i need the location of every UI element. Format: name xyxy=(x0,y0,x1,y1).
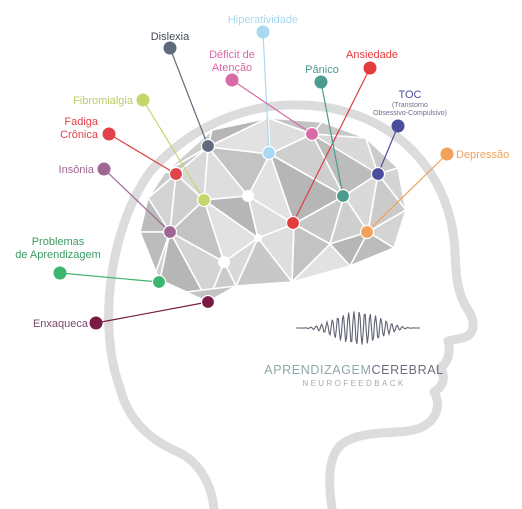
waveform-logo xyxy=(296,311,420,345)
brain-mesh xyxy=(139,117,407,303)
brand-title: APRENDIZAGEMCEREBRAL xyxy=(264,363,443,377)
head-outline xyxy=(104,100,478,509)
connector-line-toc xyxy=(377,125,399,175)
inner-dot-panico[interactable] xyxy=(335,188,351,204)
inner-dot-ansiedade[interactable] xyxy=(285,215,301,231)
outer-dot-insonia[interactable] xyxy=(97,162,111,176)
label-sub-line: Obsessivo-Compulsivo) xyxy=(373,110,447,117)
label-line: Depressão xyxy=(456,149,509,161)
brand-title-part2: CEREBRAL xyxy=(372,363,444,377)
brand-title-part1: APRENDIZAGEM xyxy=(264,363,371,377)
outer-dot-panico[interactable] xyxy=(314,75,328,89)
inner-dot-enxaqueca[interactable] xyxy=(200,294,216,310)
inner-dot-dislexia[interactable] xyxy=(200,138,216,154)
connector-line-deficit-atencao xyxy=(231,79,313,135)
label-line: Insônia xyxy=(59,164,95,176)
label-line: Ansiedade xyxy=(346,49,398,61)
label-line: Dislexia xyxy=(151,31,190,43)
inner-dot-deficit-atencao[interactable] xyxy=(304,126,320,142)
outer-dot-dislexia[interactable] xyxy=(163,41,177,55)
connector-line-enxaqueca xyxy=(95,301,209,324)
brand-subtitle: NEUROFEEDBACK xyxy=(302,379,405,388)
label-line: Enxaqueca xyxy=(33,318,89,330)
label-line: Fibromialgia xyxy=(73,95,134,107)
head-neck-outline xyxy=(115,383,219,509)
outer-dot-fadiga-cronica[interactable] xyxy=(102,127,116,141)
label-depressao: Depressão xyxy=(456,149,509,161)
inner-dot-fibromialgia[interactable] xyxy=(196,192,212,208)
outer-dot-deficit-atencao[interactable] xyxy=(225,73,239,87)
outer-dot-enxaqueca[interactable] xyxy=(89,316,103,330)
label-ansiedade: Ansiedade xyxy=(346,49,398,61)
outer-dot-problemas-aprendizagem[interactable] xyxy=(53,266,67,280)
outer-dot-toc[interactable] xyxy=(391,119,405,133)
inner-dot-problemas-aprendizagem[interactable] xyxy=(151,274,167,290)
label-line: Fadiga xyxy=(64,116,99,128)
label-line: Problemas xyxy=(32,236,85,248)
connector-lines xyxy=(59,31,448,324)
connector-line-fibromialgia xyxy=(142,99,205,201)
connector-line-insonia xyxy=(103,168,171,233)
connector-line-depressao xyxy=(366,153,448,233)
label-line: Pânico xyxy=(305,64,339,76)
label-insonia: Insônia xyxy=(59,164,95,176)
label-sub-line: (Transtorno xyxy=(392,102,428,109)
label-toc: TOC xyxy=(398,89,421,101)
connector-line-panico xyxy=(320,81,344,197)
label-line: Atenção xyxy=(212,62,252,74)
brain-facet xyxy=(185,285,237,303)
inner-dot-insonia[interactable] xyxy=(162,224,178,240)
label-line: Crônica xyxy=(60,129,99,141)
brain-highlight-node xyxy=(218,256,230,268)
inner-dot-toc[interactable] xyxy=(370,166,386,182)
connector-line-hiperatividade xyxy=(262,31,270,154)
connector-line-problemas-aprendizagem xyxy=(59,272,160,283)
label-fibromialgia: Fibromialgia xyxy=(73,95,134,107)
label-enxaqueca: Enxaqueca xyxy=(33,318,89,330)
label-line: de Aprendizagem xyxy=(15,249,101,261)
connector-line-dislexia xyxy=(169,47,209,147)
label-dislexia: Dislexia xyxy=(151,31,190,43)
inner-dot-depressao[interactable] xyxy=(359,224,375,240)
label-panico: Pânico xyxy=(305,64,339,76)
brain-highlight-node xyxy=(254,234,262,242)
connector-line-fadiga-cronica xyxy=(108,133,177,175)
label-line: Hiperatividade xyxy=(228,14,298,26)
connector-line-ansiedade xyxy=(292,67,371,224)
outer-dot-depressao[interactable] xyxy=(440,147,454,161)
label-hiperatividade: Hiperatividade xyxy=(228,14,298,26)
outer-dot-ansiedade[interactable] xyxy=(363,61,377,75)
label-line: Déficit de xyxy=(209,49,255,61)
label-line: TOC xyxy=(398,89,421,101)
brain-highlight-node xyxy=(242,190,254,202)
inner-dot-fadiga-cronica[interactable] xyxy=(168,166,184,182)
outer-dot-hiperatividade[interactable] xyxy=(256,25,270,39)
waveform-line xyxy=(296,311,420,345)
node-dots xyxy=(53,25,454,330)
outer-dot-fibromialgia[interactable] xyxy=(136,93,150,107)
inner-dot-hiperatividade[interactable] xyxy=(261,145,277,161)
